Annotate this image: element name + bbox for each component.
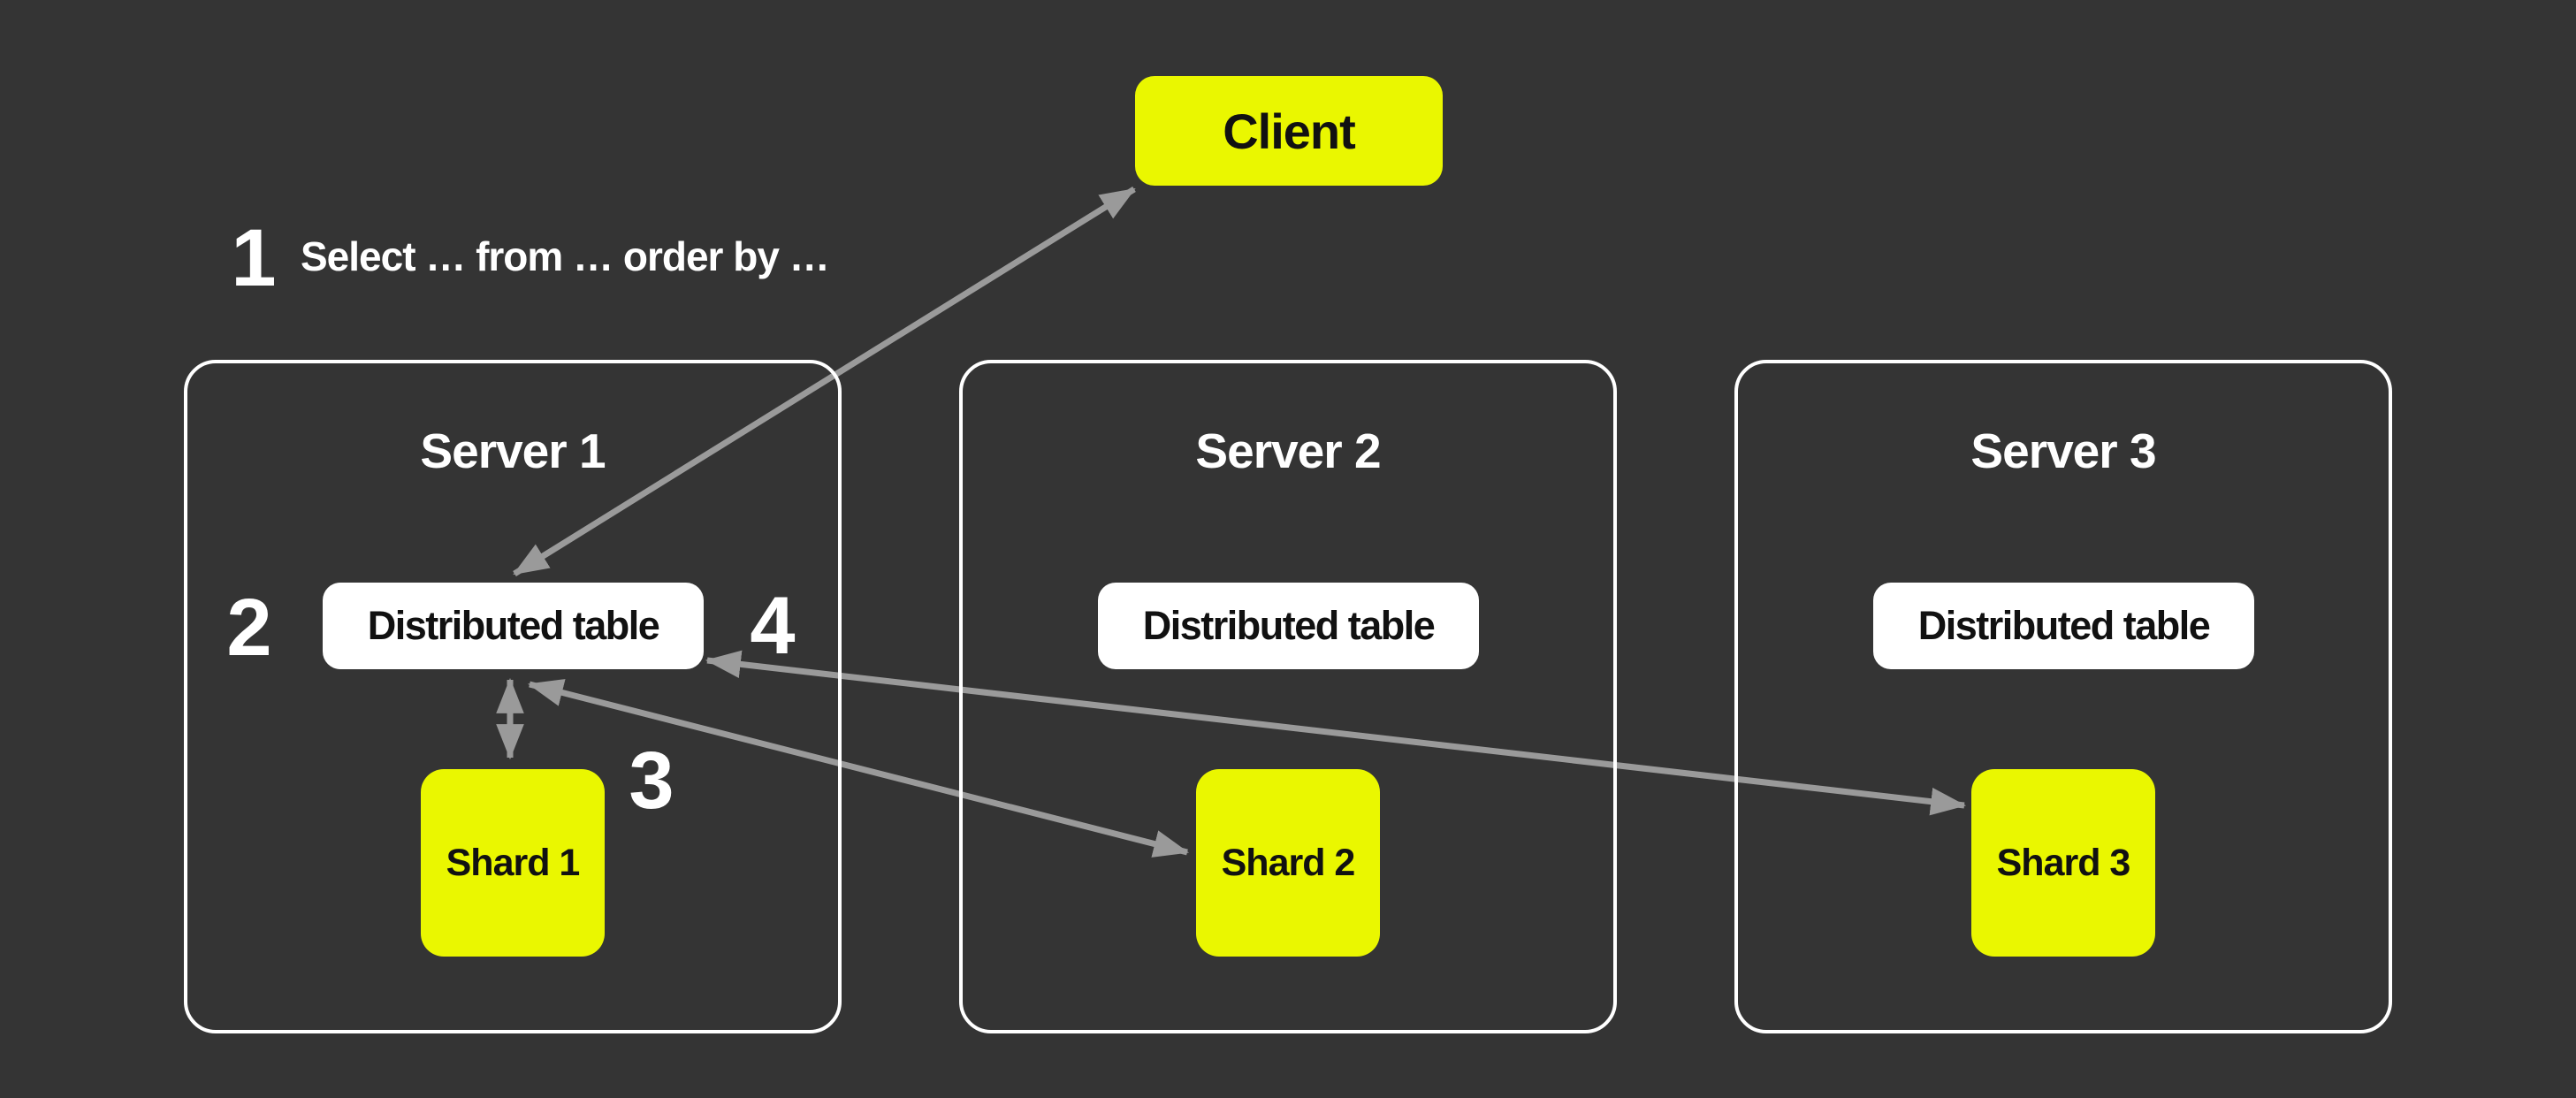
server-1-shard-label: Shard 1 xyxy=(446,841,581,884)
server-2-shard-label: Shard 2 xyxy=(1221,841,1356,884)
step-number-1: 1 xyxy=(231,213,277,303)
server-1-shard: Shard 1 xyxy=(421,769,605,957)
client-node: Client xyxy=(1135,76,1443,186)
server-1-title: Server 1 xyxy=(420,423,606,478)
server-3-shard-label: Shard 3 xyxy=(1996,841,2131,884)
server-2-distributed-table: Distributed table xyxy=(1098,583,1479,669)
server-2-shard: Shard 2 xyxy=(1196,769,1380,957)
step-1-query-annotation: Select … from … order by … xyxy=(301,233,830,279)
server-3-title: Server 3 xyxy=(1970,423,2156,478)
server-1-container: Server 1 Distributed table Shard 1 xyxy=(184,360,842,1033)
step-number-4: 4 xyxy=(750,581,796,671)
server-3-container: Server 3 Distributed table Shard 3 xyxy=(1734,360,2392,1033)
server-2-container: Server 2 Distributed table Shard 2 xyxy=(959,360,1617,1033)
step-number-3: 3 xyxy=(629,736,674,826)
server-3-shard: Shard 3 xyxy=(1971,769,2155,957)
server-1-distributed-table: Distributed table xyxy=(323,583,704,669)
server-2-distributed-table-label: Distributed table xyxy=(1142,603,1436,648)
client-label: Client xyxy=(1223,103,1356,159)
server-3-distributed-table: Distributed table xyxy=(1873,583,2254,669)
server-1-distributed-table-label: Distributed table xyxy=(367,603,660,648)
step-number-2: 2 xyxy=(226,583,272,673)
server-2-title: Server 2 xyxy=(1195,423,1381,478)
server-3-distributed-table-label: Distributed table xyxy=(1917,603,2211,648)
